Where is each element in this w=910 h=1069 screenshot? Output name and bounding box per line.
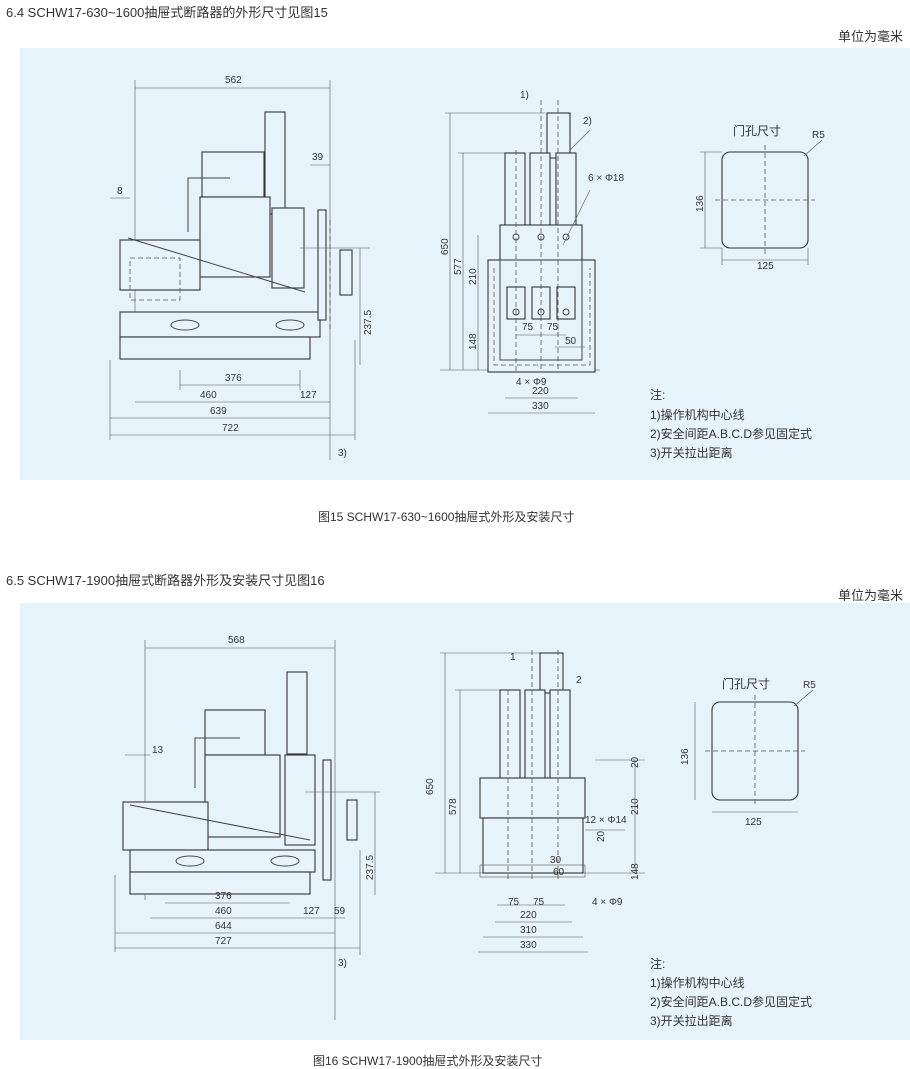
dim-330-b: 330 — [520, 940, 537, 951]
note-ref-1: 1) — [520, 90, 529, 101]
dim-30: 30 — [550, 855, 562, 866]
note-ref-2-b: 2 — [576, 675, 582, 686]
dim-460-b: 460 — [215, 906, 232, 917]
radius-r5: R5 — [812, 130, 825, 141]
dim-136: 136 — [695, 195, 706, 212]
dim-75a: 75 — [522, 322, 534, 333]
holes-6x18: 6 × Φ18 — [588, 173, 625, 184]
holes-4x9-b: 4 × Φ9 — [592, 897, 623, 908]
holes-4x9: 4 × Φ9 — [516, 377, 547, 388]
note-item: 3)开关拉出距离 — [650, 446, 733, 460]
notes-title: 注: — [650, 388, 666, 402]
dim-75b: 75 — [547, 322, 559, 333]
dim-568: 568 — [228, 635, 245, 646]
unit-note: 单位为毫米 — [838, 29, 904, 44]
dim-210: 210 — [468, 268, 479, 285]
dim-136-b: 136 — [680, 748, 691, 765]
dim-127: 127 — [300, 390, 317, 401]
dim-75b-b: 75 — [533, 897, 545, 908]
door-cutout-title-b: 门孔尺寸 — [722, 677, 771, 691]
notes-title: 注: — [650, 957, 666, 971]
note-ref-1-b: 1 — [510, 652, 516, 663]
dim-8: 8 — [117, 186, 123, 197]
dim-562: 562 — [225, 75, 242, 86]
figure-15-caption: 图15 SCHW17-630~1600抽屉式外形及安装尺寸 — [318, 510, 575, 524]
dim-210-b: 210 — [630, 798, 641, 815]
dim-237-5-b: 237.5 — [365, 854, 376, 880]
dim-13: 13 — [152, 745, 164, 756]
dim-578: 578 — [448, 798, 459, 815]
dim-237-5: 237.5 — [363, 309, 374, 335]
dim-59: 59 — [334, 906, 346, 917]
fig15-side-view — [109, 80, 370, 460]
dim-148-b: 148 — [630, 863, 641, 880]
dim-148: 148 — [468, 333, 479, 350]
dim-125-b: 125 — [745, 817, 762, 828]
dim-722: 722 — [222, 423, 239, 434]
dim-60: 60 — [553, 867, 565, 878]
dim-220-b: 220 — [520, 910, 537, 921]
dim-727: 727 — [215, 936, 232, 947]
dim-650: 650 — [440, 238, 451, 255]
fig15-front-view — [440, 100, 600, 414]
note-ref-3: 3) — [338, 448, 347, 459]
dim-650-b: 650 — [425, 778, 436, 795]
dim-75a-b: 75 — [508, 897, 520, 908]
note-item: 2)安全间距A.B.C.D参见固定式 — [650, 427, 813, 441]
figure-16-caption: 图16 SCHW17-1900抽屉式外形及安装尺寸 — [313, 1054, 543, 1068]
dim-220: 220 — [532, 386, 549, 397]
fig16-drawings — [114, 640, 814, 1020]
radius-r5-b: R5 — [803, 680, 816, 691]
dim-644: 644 — [215, 921, 232, 932]
dim-39: 39 — [312, 152, 324, 163]
section-heading-6-5: 6.5 SCHW17-1900抽屉式断路器外形及安装尺寸见图16 — [6, 573, 325, 588]
dim-376-b: 376 — [215, 891, 232, 902]
dim-20a: 20 — [630, 756, 641, 768]
dim-125: 125 — [757, 261, 774, 272]
dim-310: 310 — [520, 925, 537, 936]
note-item: 1)操作机构中心线 — [650, 408, 745, 422]
note-ref-3-b: 3) — [338, 958, 347, 969]
note-ref-2: 2) — [583, 116, 592, 127]
dim-577: 577 — [453, 258, 464, 275]
section-heading-6-4: 6.4 SCHW17-630~1600抽屉式断路器的外形尺寸见图15 — [6, 5, 328, 20]
dim-330: 330 — [532, 401, 549, 412]
dim-127-b: 127 — [303, 906, 320, 917]
fig15-door-cutout — [700, 139, 823, 265]
note-item: 3)开关拉出距离 — [650, 1014, 733, 1028]
holes-12x14: 12 × Φ14 — [585, 815, 627, 826]
dim-376: 376 — [225, 373, 242, 384]
note-item: 1)操作机构中心线 — [650, 976, 745, 990]
dim-50: 50 — [565, 336, 577, 347]
dim-20b: 20 — [596, 830, 607, 842]
dim-460: 460 — [200, 390, 217, 401]
door-cutout-title: 门孔尺寸 — [733, 124, 782, 138]
unit-note-2: 单位为毫米 — [838, 588, 904, 603]
dim-639: 639 — [210, 406, 227, 417]
note-item: 2)安全间距A.B.C.D参见固定式 — [650, 995, 813, 1009]
